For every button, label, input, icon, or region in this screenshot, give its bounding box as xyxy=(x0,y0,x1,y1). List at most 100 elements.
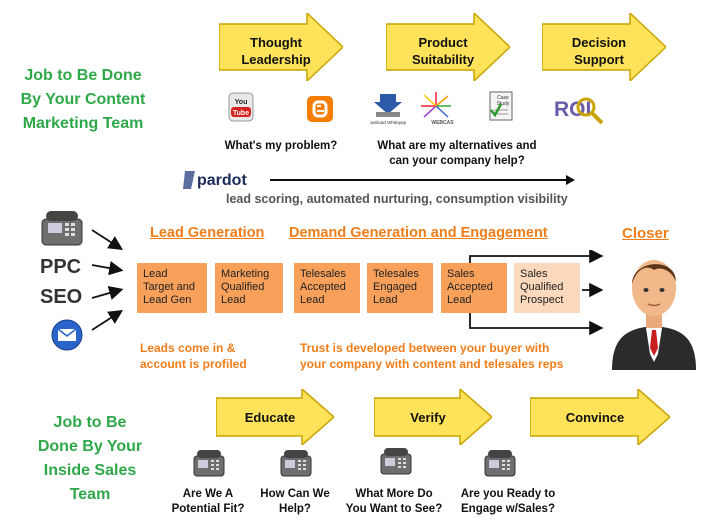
ppc-icon: PPC xyxy=(40,252,90,278)
stage-marketing-qualified: Marketing Qualified Lead xyxy=(215,263,283,313)
phone-icon xyxy=(380,446,412,476)
arrow-educate-label: Educate xyxy=(244,410,296,425)
pardot-arrow xyxy=(270,175,575,185)
arrow-convince: Convince xyxy=(530,389,670,445)
sales-question-line: What More Do xyxy=(355,488,433,500)
note-line: Trust is developed between your buyer wi… xyxy=(300,341,550,355)
note-line: your company with content and telesales … xyxy=(300,357,564,371)
stage-line: Accepted xyxy=(447,281,493,293)
content-team-heading-line: Marketing Team xyxy=(22,115,144,132)
flow-arrows xyxy=(469,250,604,335)
arrow-convince-label: Convince xyxy=(565,410,625,425)
stage-line: Lead Gen xyxy=(143,294,192,306)
stage-line: Sales xyxy=(520,268,548,280)
sales-question-4: Are you Ready to Engage w/Sales? xyxy=(452,487,564,517)
download-whitepaper-icon: Download Whitepaper xyxy=(366,90,411,126)
stage-line: Telesales xyxy=(300,268,346,280)
arrow-educate: Educate xyxy=(216,389,334,445)
svg-text:Tube: Tube xyxy=(233,110,249,117)
svg-text:You: You xyxy=(235,99,248,106)
arrow-label-line: Decision xyxy=(571,35,627,50)
content-team-heading-line: Job to Be Done xyxy=(24,67,142,84)
sales-team-heading-line: Inside Sales xyxy=(43,462,137,479)
businessman-icon xyxy=(606,244,702,370)
arrow-label-line: Thought xyxy=(250,35,302,50)
stage-line: Target and xyxy=(143,281,195,293)
ppc-text: PPC xyxy=(40,256,81,278)
stage-lead-target: Lead Target and Lead Gen xyxy=(137,263,207,313)
phone-icon xyxy=(193,448,225,478)
stage-telesales-accepted: Telesales Accepted Lead xyxy=(294,263,360,313)
arrow-decision-support: Decision Support xyxy=(542,13,666,81)
arrow-label-line: Suitability xyxy=(411,52,475,67)
pardot-logo: pardot xyxy=(183,167,273,193)
phone-icon xyxy=(40,207,84,247)
note-line: account is profiled xyxy=(140,357,247,371)
demand-generation-title: Demand Generation and Engagement xyxy=(289,225,548,241)
case-study-icon: Case Study xyxy=(487,90,515,124)
phone-icon xyxy=(280,448,312,478)
arrow-label-line: Product xyxy=(418,35,468,50)
sales-question-line: Help? xyxy=(279,503,311,515)
closer-title: Closer xyxy=(622,225,669,242)
content-team-heading-line: By Your Content xyxy=(20,91,146,108)
svg-text:ROI: ROI xyxy=(554,98,591,121)
stage-sales-qualified: Sales Qualified Prospect xyxy=(514,263,580,313)
sales-question-3: What More Do You Want to See? xyxy=(340,487,448,517)
arrow-label-line: Support xyxy=(574,52,624,67)
stage-telesales-engaged: Telesales Engaged Lead xyxy=(367,263,433,313)
content-question-2-line: What are my alternatives and xyxy=(377,140,537,152)
pardot-logo-text: pardot xyxy=(197,172,247,189)
sales-question-line: How Can We xyxy=(260,488,330,500)
arrow-verify: Verify xyxy=(374,389,492,445)
stage-line: Lead xyxy=(447,294,472,306)
svg-text:Download Whitepaper: Download Whitepaper xyxy=(370,120,406,125)
note-line: Leads come in & xyxy=(140,341,236,355)
phone-icon xyxy=(484,448,516,478)
youtube-icon: You Tube xyxy=(228,92,254,122)
stage-line: Lead xyxy=(221,294,246,306)
sales-question-line: Potential Fit? xyxy=(171,503,245,515)
stage-line: Telesales xyxy=(373,268,419,280)
arrow-thought-leadership: Thought Leadership xyxy=(219,13,343,81)
stage-line: Lead xyxy=(143,268,168,280)
content-question-2: What are my alternatives and can your co… xyxy=(364,139,550,169)
channel-arrows xyxy=(91,229,124,331)
content-question-2-line: can your company help? xyxy=(389,155,525,167)
webcast-icon: WEBCAST xyxy=(418,90,457,126)
sales-question-line: You Want to See? xyxy=(345,503,443,515)
sales-team-heading: Job to Be Done By Your Inside Sales Team xyxy=(20,411,160,507)
sales-question-line: Engage w/Sales? xyxy=(461,503,555,515)
arrow-label-line: Leadership xyxy=(241,52,311,67)
lead-generation-title: Lead Generation xyxy=(150,225,265,241)
sales-question-line: Are you Ready to xyxy=(460,488,556,500)
content-team-heading: Job to Be Done By Your Content Marketing… xyxy=(8,64,158,136)
stage-sales-accepted: Sales Accepted Lead xyxy=(441,263,507,313)
svg-text:Case: Case xyxy=(497,95,509,101)
content-question-1: What's my problem? xyxy=(224,140,338,152)
roi-icon: ROI xyxy=(552,92,606,126)
stage-line: Marketing xyxy=(221,268,270,280)
stage-line: Lead xyxy=(300,294,325,306)
svg-text:Study: Study xyxy=(497,101,510,107)
arrow-verify-label: Verify xyxy=(410,410,446,425)
arrow-product-suitability: Product Suitability xyxy=(386,13,510,81)
stage-line: Sales xyxy=(447,268,475,280)
stage-line: Qualified xyxy=(221,281,265,293)
sales-question-1: Are We A Potential Fit? xyxy=(160,487,256,517)
sales-team-heading-line: Job to Be xyxy=(53,414,127,431)
note-trust: Trust is developed between your buyer wi… xyxy=(300,340,563,372)
sales-team-heading-line: Done By Your xyxy=(37,438,143,455)
sales-question-line: Are We A xyxy=(182,488,234,500)
stage-line: Engaged xyxy=(373,281,418,293)
stage-line: Prospect xyxy=(520,294,564,306)
seo-icon: SEO xyxy=(40,282,90,308)
note-leads-profiled: Leads come in & account is profiled xyxy=(140,340,247,372)
seo-text: SEO xyxy=(40,286,82,308)
svg-text:WEBCAST: WEBCAST xyxy=(431,120,454,126)
sales-team-heading-line: Team xyxy=(69,486,111,503)
stage-line: Qualified xyxy=(520,281,564,293)
sales-question-2: How Can We Help? xyxy=(250,487,340,517)
blogger-icon xyxy=(306,95,334,123)
stage-line: Lead xyxy=(373,294,398,306)
